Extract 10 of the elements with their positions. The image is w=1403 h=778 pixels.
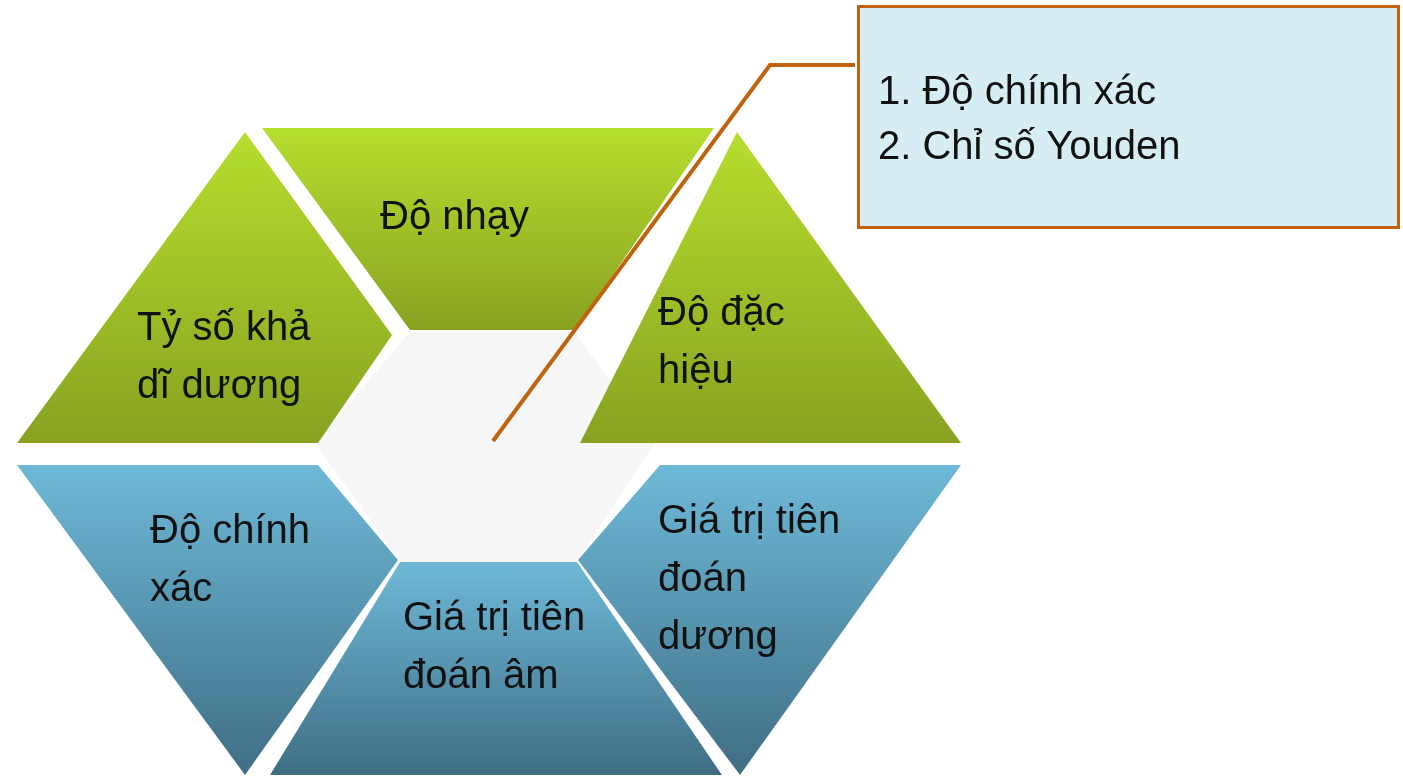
leader-line [491, 63, 855, 443]
segment-label: Độ nhạy [380, 192, 530, 239]
segment-label: Giá trị tiên đoán dương [658, 496, 842, 659]
segment-label: Tỷ số khả dĩ dương [137, 303, 312, 408]
segment-label: Giá trị tiên đoán âm [403, 593, 587, 698]
segment-label: Độ chính xác [150, 506, 312, 611]
list-item: 2. Chỉ số Youden [878, 122, 1181, 169]
callout-box [857, 5, 1400, 229]
list-item: 1. Độ chính xác [878, 67, 1156, 114]
segment-label: Độ đặc hiệu [658, 288, 786, 393]
